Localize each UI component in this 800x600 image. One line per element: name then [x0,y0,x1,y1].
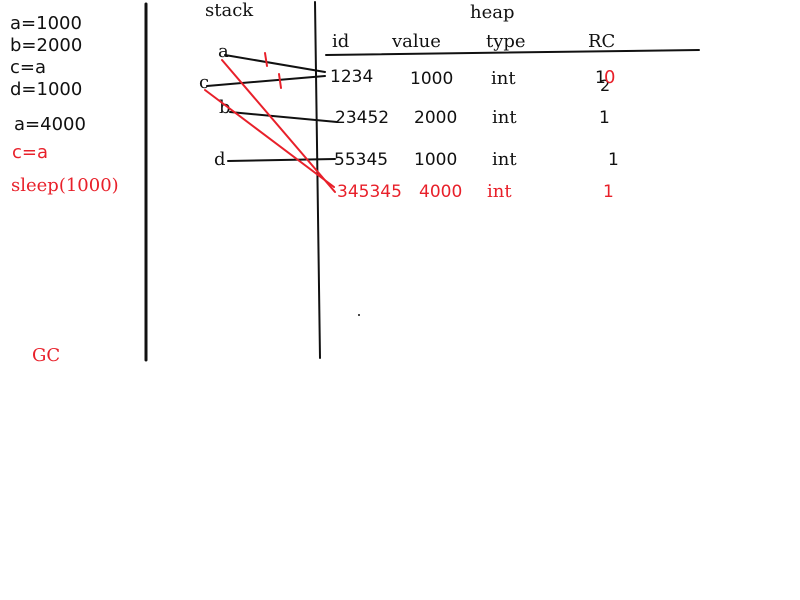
heap-row4-rc: 1 [603,182,614,202]
code-line-d-1000: d=1000 [10,79,83,100]
heap-row2-id: 23452 [335,108,390,128]
ref-line-a-to-1234 [224,54,326,73]
ref-line-b-to-23452 [229,111,338,123]
ref-line-a-to-345345 [221,59,336,193]
gc-label: GC [32,345,61,366]
stack-var-b: b [219,97,231,118]
code-line-a-1000: a=1000 [10,13,82,34]
heap-row1-value: 1000 [410,69,454,89]
heap-row4-value: 4000 [419,182,463,202]
heap-row4-id: 345345 [337,182,402,202]
stack-var-a: a [218,41,229,62]
heap-title: heap [470,2,515,23]
heap-row3-id: 55345 [334,150,389,170]
code-line-b-2000: b=2000 [10,35,83,56]
ref-line-c-to-1234 [206,75,326,87]
heap-header-type: type [486,31,526,52]
heap-row3-type: int [492,149,517,170]
heap-row1-type: int [491,68,516,89]
ref-line-d-to-55345 [227,158,336,162]
code-line-sleep: sleep(1000) [11,175,119,196]
stack-title: stack [205,0,254,21]
heap-row1-id: 1234 [330,67,374,87]
heap-header-id: id [332,31,350,52]
heap-row2-type: int [492,107,517,128]
heap-header-value: value [392,31,441,52]
stray-dot [358,314,360,316]
heap-row2-value: 2000 [414,108,458,128]
heap-row4-type: int [487,181,512,202]
heap-header-rc: RC [588,31,616,52]
code-line-a-4000: a=4000 [14,114,86,135]
heap-row1-rc-new: 0 [604,67,616,88]
strike-mark-a [264,52,268,67]
heap-row3-value: 1000 [414,150,458,170]
code-line-c-a-red: c=a [12,142,49,163]
stack-heap-divider [314,1,321,359]
code-line-c-a: c=a [10,57,47,78]
stack-var-c: c [199,72,210,93]
heap-row1-rc-mid: 2 [600,76,611,95]
strike-mark-c [278,73,282,89]
heap-row1-rc-old: 1 [595,68,606,88]
heap-row3-rc: 1 [608,150,619,170]
stack-var-d: d [214,149,226,170]
heap-row2-rc: 1 [599,108,610,128]
